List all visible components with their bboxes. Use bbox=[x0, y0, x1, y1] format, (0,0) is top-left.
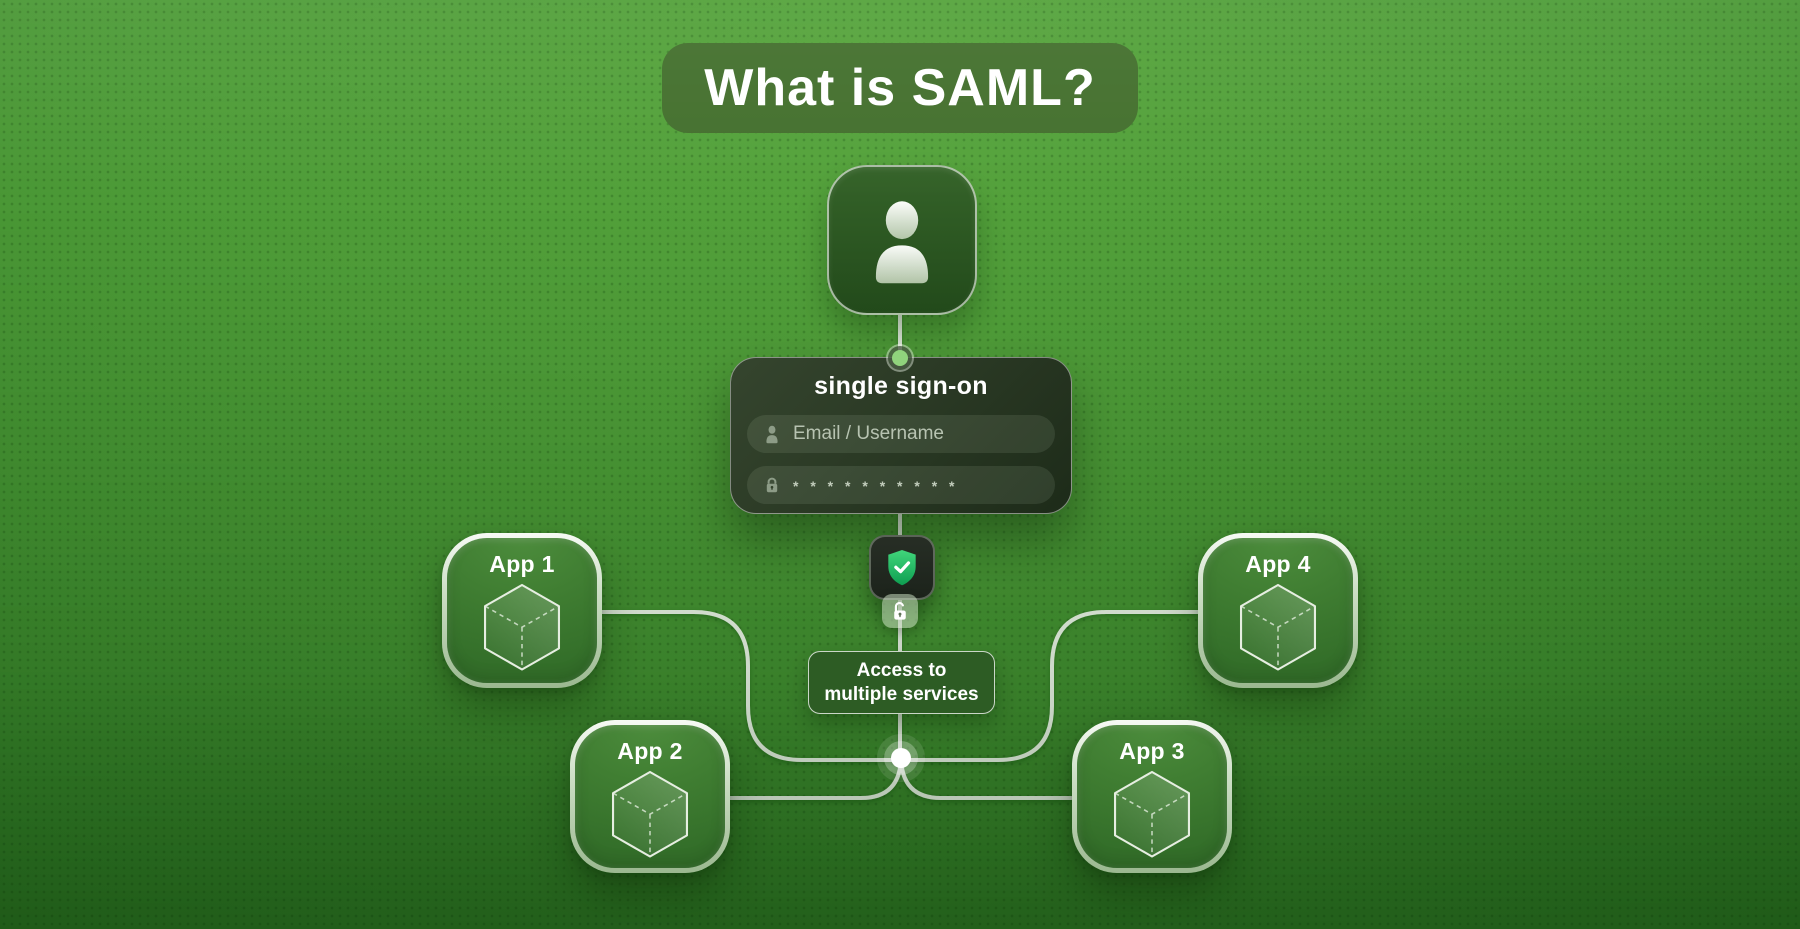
cube-icon bbox=[1113, 770, 1191, 858]
cube-icon bbox=[611, 770, 689, 858]
email-placeholder: Email / Username bbox=[793, 423, 944, 444]
email-field[interactable]: Email / Username bbox=[747, 415, 1055, 453]
access-label-text: Access to multiple services bbox=[824, 659, 979, 705]
unlock-badge bbox=[882, 594, 918, 628]
user-icon bbox=[875, 201, 929, 284]
app-1-label: App 1 bbox=[489, 551, 555, 577]
title-banner: What is SAML? bbox=[662, 43, 1138, 133]
sso-connector-dot bbox=[892, 350, 908, 366]
email-user-icon bbox=[766, 425, 778, 444]
user-card bbox=[827, 165, 977, 315]
shield-check-icon bbox=[888, 549, 916, 585]
page-title: What is SAML? bbox=[704, 58, 1095, 118]
sso-card: single sign-on Email / Username * * * * … bbox=[730, 357, 1072, 514]
app-2-label: App 2 bbox=[617, 738, 683, 764]
sso-title: single sign-on bbox=[814, 372, 988, 400]
password-mask: * * * * * * * * * * bbox=[793, 478, 959, 494]
lock-closed-icon bbox=[766, 477, 778, 493]
app-card-3: App 3 bbox=[1072, 720, 1232, 873]
shield-tile bbox=[869, 535, 935, 600]
password-field[interactable]: * * * * * * * * * * bbox=[747, 466, 1055, 504]
junction-dot bbox=[891, 748, 911, 768]
cube-icon bbox=[1239, 583, 1317, 671]
app-card-4: App 4 bbox=[1198, 533, 1358, 688]
cube-icon bbox=[483, 583, 561, 671]
app-card-2: App 2 bbox=[570, 720, 730, 873]
app-4-label: App 4 bbox=[1245, 551, 1311, 577]
app-card-1: App 1 bbox=[442, 533, 602, 688]
app-3-label: App 3 bbox=[1119, 738, 1185, 764]
access-label: Access to multiple services bbox=[808, 651, 995, 714]
lock-open-icon bbox=[894, 601, 906, 620]
